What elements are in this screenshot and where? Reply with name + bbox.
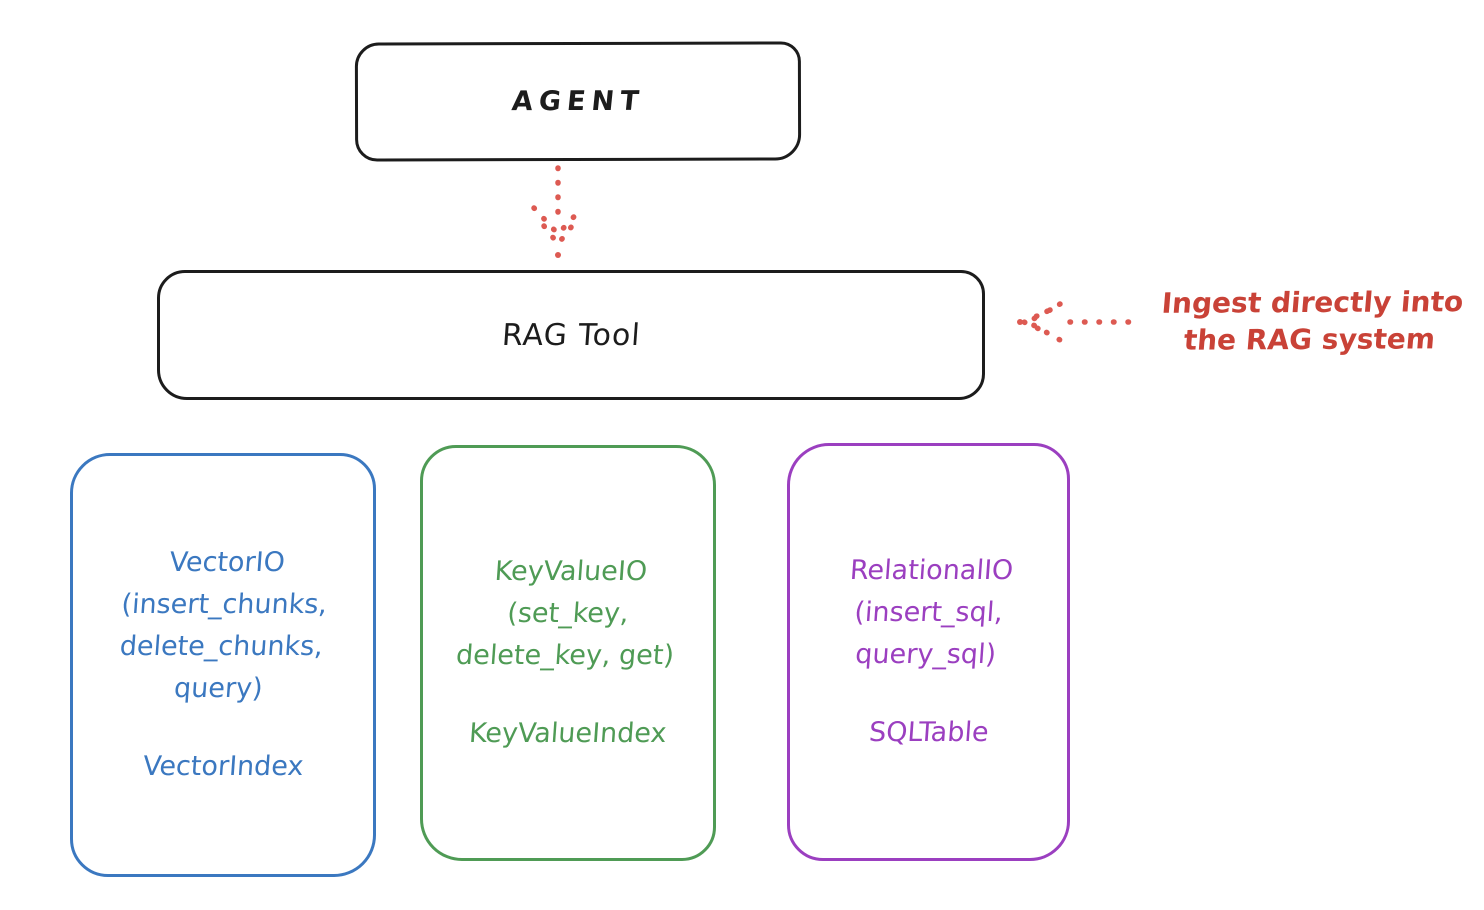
io-line: (set_key, — [506, 598, 630, 629]
vector-io-box: VectorIO (insert_chunks, delete_chunks, … — [70, 453, 376, 877]
relational-io-box: RelationalIO (insert_sql, query_sql) SQL… — [787, 443, 1070, 861]
io-line: delete_chunks, — [118, 631, 325, 662]
agent-box: AGENT — [354, 41, 802, 162]
rag-tool-label: RAG Tool — [500, 317, 642, 353]
keyvalue-io-methods: KeyValueIO (set_key, delete_key, get) — [455, 551, 682, 677]
io-line: (insert_chunks, — [120, 589, 329, 620]
down-arrow-icon — [531, 165, 585, 258]
relational-io-methods: RelationalIO (insert_sql, query_sql) — [843, 550, 1015, 676]
left-arrow-icon — [1017, 301, 1145, 343]
io-line: (insert_sql, — [853, 597, 1004, 628]
annotation-line-2: the RAG system — [1182, 322, 1437, 357]
io-line: RelationalIO — [848, 555, 1015, 586]
vector-index-label: VectorIndex — [141, 751, 305, 782]
annotation-line-1: Ingest directly into — [1160, 285, 1465, 320]
io-line: KeyValueIO — [493, 556, 649, 587]
keyvalue-io-box: KeyValueIO (set_key, delete_key, get) Ke… — [420, 445, 716, 861]
agent-label: AGENT — [510, 85, 646, 118]
keyvalue-index-label: KeyValueIndex — [468, 718, 668, 749]
rag-tool-box: RAG Tool — [157, 270, 985, 400]
vector-io-methods: VectorIO (insert_chunks, delete_chunks, … — [114, 542, 331, 710]
io-line: query_sql) — [854, 639, 998, 670]
io-line: delete_key, get) — [455, 640, 676, 671]
sql-table-label: SQLTable — [867, 717, 990, 748]
io-line: query) — [173, 673, 264, 704]
annotation-note: Ingest directly into the RAG system — [1141, 283, 1481, 359]
io-line: VectorIO — [168, 547, 287, 578]
